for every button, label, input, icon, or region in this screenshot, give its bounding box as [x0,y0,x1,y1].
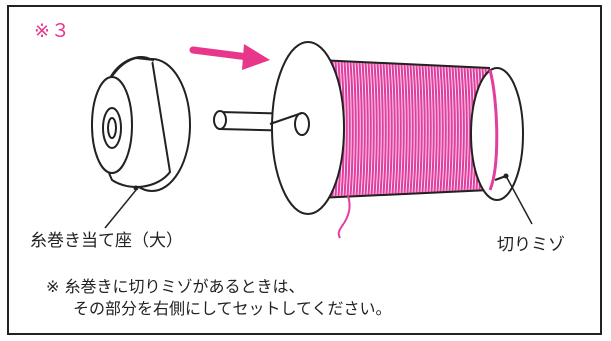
thread-winding [456,67,460,191]
thread-winding [447,67,451,191]
thread-winding [450,67,454,191]
spool-cap [91,55,191,192]
thread-winding [357,62,361,196]
cap-leader-line [104,189,137,229]
thread-winding [399,64,403,194]
thread-winding [414,65,418,193]
direction-arrow [189,44,270,70]
thread-winding [363,63,367,195]
thread-winding [345,62,349,196]
thread-winding [438,66,442,192]
thread-winding [396,64,400,194]
instruction-note-line-2: その部分を右側にしてセットしてください。 [73,299,392,318]
thread-winding [441,66,445,192]
thread-winding [342,62,346,196]
reference-mark: ※３ [34,20,71,42]
thread-winding [429,66,433,192]
thread-spool [269,41,524,215]
thread-winding [417,65,421,193]
thread-winding [453,67,457,191]
notch-label: 切りミゾ [497,235,565,255]
thread-winding [426,66,430,192]
thread-winding [378,63,382,195]
thread-winding [390,64,394,194]
thread-winding [351,62,355,196]
thread-winding [405,65,409,193]
thread-winding [366,63,370,195]
thread-tail [337,195,351,239]
thread-winding [402,64,406,194]
spool-cap-label: 糸巻き当て座（大） [30,231,183,251]
thread-winding [420,65,424,193]
thread-winding [360,62,364,196]
thread-winding [384,64,388,194]
thread-winding [348,62,352,196]
thread-winding [372,63,376,195]
thread-winding [369,63,373,195]
cap-leader-dot [133,185,139,191]
thread-winding [444,66,448,192]
instruction-note: ※ 糸巻きに切りミゾがあるときは、 その部分を右側にしてセットしてください。 [46,276,392,320]
instruction-note-line-1: ※ 糸巻きに切りミゾがあるときは、 [46,277,305,296]
thread-winding [381,63,385,195]
thread-winding [465,67,469,191]
thread-winding [435,66,439,192]
thread-winding [459,67,463,191]
thread-winding [432,66,436,192]
thread-winding [375,63,379,195]
thread-winding [408,65,412,193]
thread-winding [387,64,391,194]
thread-winding [462,67,466,191]
thread-winding [423,65,427,193]
thread-winding [411,65,415,193]
notch-leader-line [505,175,533,225]
thread-winding [393,64,397,194]
thread-winding [354,62,358,196]
notch-leader-dot [503,173,509,179]
